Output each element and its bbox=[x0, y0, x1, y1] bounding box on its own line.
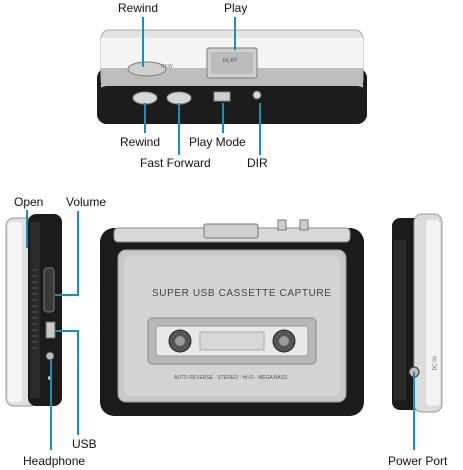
callout-fast-forward: Fast Forward bbox=[140, 156, 211, 170]
callout-open: Open bbox=[14, 195, 44, 209]
left-side-body-icon bbox=[5, 214, 62, 407]
top-button-mark-rew: REW bbox=[161, 64, 173, 70]
front-features: AUTO REVERSE · STEREO · HI-FI · MEGA BAS… bbox=[174, 375, 288, 381]
callout-line bbox=[55, 294, 79, 296]
callout-line bbox=[234, 17, 236, 50]
side-port-mark: DC 5V bbox=[432, 355, 439, 371]
callout-line bbox=[144, 103, 146, 133]
callout-volume: Volume bbox=[66, 195, 107, 209]
right-side-body-icon bbox=[392, 213, 443, 413]
front-title: SUPER USB CASSETTE CAPTURE bbox=[152, 288, 332, 299]
callout-usb: USB bbox=[72, 437, 97, 451]
callout-line bbox=[77, 330, 79, 435]
callout-line bbox=[55, 330, 79, 332]
top-view-body-icon bbox=[97, 29, 367, 124]
callout-line bbox=[50, 360, 52, 450]
callout-power-port: Power Port bbox=[388, 454, 448, 468]
callout-play: Play bbox=[224, 1, 248, 15]
top-view-device: REW PLAY bbox=[97, 28, 367, 124]
callout-line bbox=[413, 372, 415, 450]
right-side-view-device: DC 5V bbox=[392, 210, 444, 415]
callout-dir: DIR bbox=[247, 156, 268, 170]
callout-line bbox=[222, 103, 224, 133]
callout-line bbox=[77, 211, 79, 296]
callout-line bbox=[259, 103, 261, 155]
callout-rewind-top: Rewind bbox=[118, 1, 159, 15]
callout-line bbox=[142, 17, 144, 67]
callout-headphone: Headphone bbox=[23, 454, 86, 468]
callout-line bbox=[178, 103, 180, 155]
callout-play-mode: Play Mode bbox=[189, 135, 246, 149]
front-view-device: SUPER USB CASSETTE CAPTURE AUTO REVERSE … bbox=[100, 218, 364, 416]
front-body-icon bbox=[100, 219, 364, 416]
left-side-view-device bbox=[5, 210, 64, 408]
callout-rewind: Rewind bbox=[120, 135, 161, 149]
callout-line bbox=[26, 210, 28, 248]
